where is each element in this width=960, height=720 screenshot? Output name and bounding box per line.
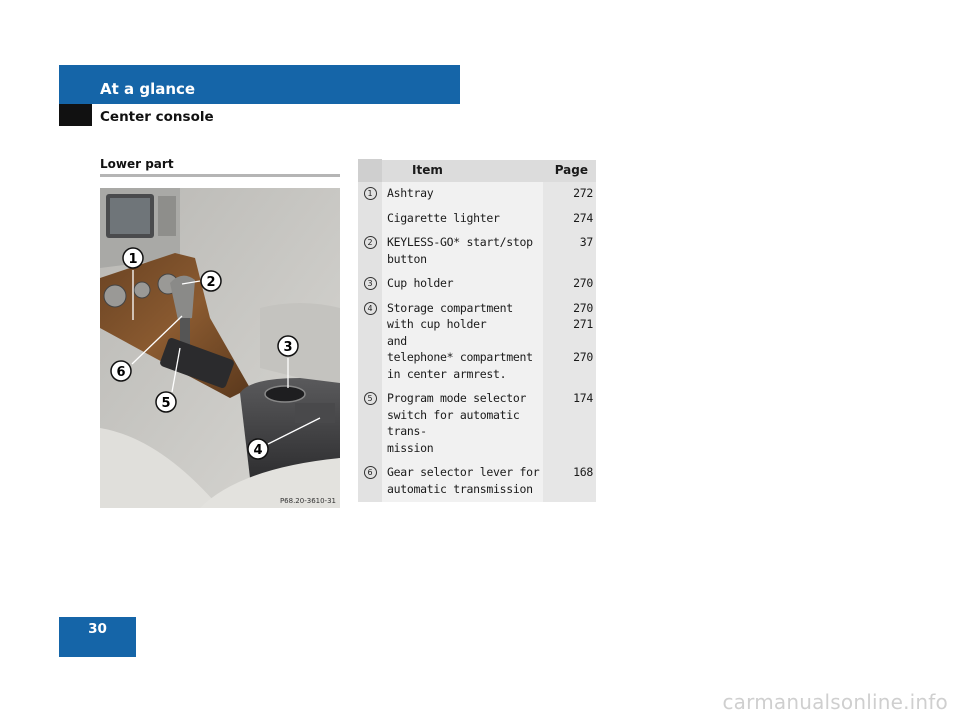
page-ref-line: 174 <box>573 391 593 405</box>
page-ref-line <box>543 333 593 350</box>
page-ref-line <box>543 407 593 424</box>
item-line: KEYLESS-GO* start/stop <box>387 235 533 249</box>
page-ref-line: 274 <box>573 210 593 225</box>
svg-text:5: 5 <box>161 396 170 411</box>
row-number-cell: 3 <box>358 272 382 297</box>
item-line: telephone* compartment <box>387 350 533 364</box>
item-number-badge: 4 <box>363 301 377 315</box>
callout-6: 6 <box>110 360 132 382</box>
item-number-badge: 5 <box>363 392 377 405</box>
page-ref-line: 270 <box>573 276 593 290</box>
table-row: 3 Cup holder 270 <box>358 272 596 297</box>
item-line: in center armrest. <box>387 366 507 381</box>
svg-text:4: 4 <box>253 443 262 458</box>
callout-1: 1 <box>122 247 144 269</box>
center-console-photo: 1 2 3 4 5 6 P68.20-3610-31 <box>100 188 340 508</box>
header-item: Item <box>412 162 443 177</box>
item-line: Cigarette lighter <box>387 210 500 225</box>
page-reference: 37 <box>543 231 596 272</box>
item-line: switch for automatic trans- <box>387 407 520 439</box>
item-number-badge: 1 <box>363 187 377 200</box>
page-reference: 168 <box>543 461 596 502</box>
table-row: 1 Ashtray 272 <box>358 182 596 207</box>
callout-4: 4 <box>247 438 269 460</box>
section-title: Lower part <box>100 157 174 171</box>
page-ref-line: 270 <box>573 350 593 364</box>
item-line: Gear selector lever for <box>387 465 540 479</box>
table-row: 6 Gear selector lever for automatic transm… <box>358 461 596 502</box>
figure-reference: P68.20-3610-31 <box>279 497 336 505</box>
item-line: Program mode selector <box>387 391 527 405</box>
header-subtitle: Center console <box>100 109 214 125</box>
item-number-badge: 3 <box>363 277 377 290</box>
callout-6-line <box>131 315 183 365</box>
callout-3: 3 <box>277 335 299 357</box>
item-description: Program mode selector switch for automati… <box>382 387 543 461</box>
page-reference: 274 <box>543 206 596 231</box>
svg-text:6: 6 <box>116 365 125 380</box>
item-line: button <box>387 251 427 266</box>
item-line: Cup holder <box>387 276 454 290</box>
header-num-cell <box>358 158 382 184</box>
item-line: mission <box>387 440 434 455</box>
item-description: Ashtray <box>382 182 543 207</box>
svg-text:1: 1 <box>128 252 137 267</box>
page-ref-line: 271 <box>573 317 593 331</box>
row-number-cell: 5 <box>358 387 382 461</box>
item-description: Cigarette lighter <box>382 206 543 231</box>
watermark: carmanualsonline.info <box>722 690 948 714</box>
page-reference: 174 <box>543 387 596 461</box>
table-row: 4 Storage compartment with cup holder and te… <box>358 296 596 387</box>
header-bar <box>59 65 460 104</box>
item-description: Gear selector lever for automatic transmi… <box>382 461 543 502</box>
callout-5: 5 <box>155 391 177 413</box>
page-reference: 272 <box>543 182 596 207</box>
item-number-badge: 2 <box>363 236 377 249</box>
row-number-cell: 4 <box>358 296 382 387</box>
svg-text:3: 3 <box>283 340 292 355</box>
page-ref-line: 270 <box>573 300 593 315</box>
page-ref-line: 168 <box>573 465 593 479</box>
callout-5-line <box>171 347 181 393</box>
console-illustration: 1 2 3 4 5 6 <box>100 188 340 508</box>
table-row: Cigarette lighter 274 <box>358 206 596 231</box>
row-number-cell <box>358 206 382 231</box>
page-ref-line: 272 <box>573 186 593 200</box>
item-line: Ashtray <box>387 186 434 200</box>
callout-4-line <box>267 417 321 445</box>
page-reference: 270 271 270 <box>543 296 596 387</box>
row-number-cell: 1 <box>358 182 382 207</box>
item-number-badge: 6 <box>363 466 377 479</box>
page-ref-line: 37 <box>579 235 594 249</box>
page-ref-line <box>543 251 593 268</box>
page-reference: 270 <box>543 272 596 297</box>
table-header: Item Page <box>358 158 596 184</box>
page-ref-line <box>543 423 593 440</box>
table-row: 2 KEYLESS-GO* start/stop button 37 <box>358 231 596 272</box>
item-line: with cup holder <box>387 317 487 331</box>
header-title: At a glance <box>100 80 196 98</box>
item-description: Storage compartment with cup holder and tel… <box>382 296 543 387</box>
callout-2-line <box>181 280 201 285</box>
section-divider <box>100 174 340 177</box>
item-description: Cup holder <box>382 272 543 297</box>
page-ref-line <box>543 481 593 498</box>
row-number-cell: 6 <box>358 461 382 502</box>
row-number-cell: 2 <box>358 231 382 272</box>
svg-text:2: 2 <box>206 275 215 290</box>
item-description: KEYLESS-GO* start/stop button <box>382 231 543 272</box>
callout-2: 2 <box>200 270 222 292</box>
page-ref-line <box>543 366 593 383</box>
item-line: Storage compartment <box>387 300 513 315</box>
item-line: and <box>387 333 407 348</box>
item-line: automatic transmission <box>387 481 533 496</box>
table-row: 5 Program mode selector switch for automat… <box>358 387 596 461</box>
header-marker <box>59 104 92 126</box>
page-number: 30 <box>59 617 136 657</box>
header-page: Page <box>554 162 588 177</box>
